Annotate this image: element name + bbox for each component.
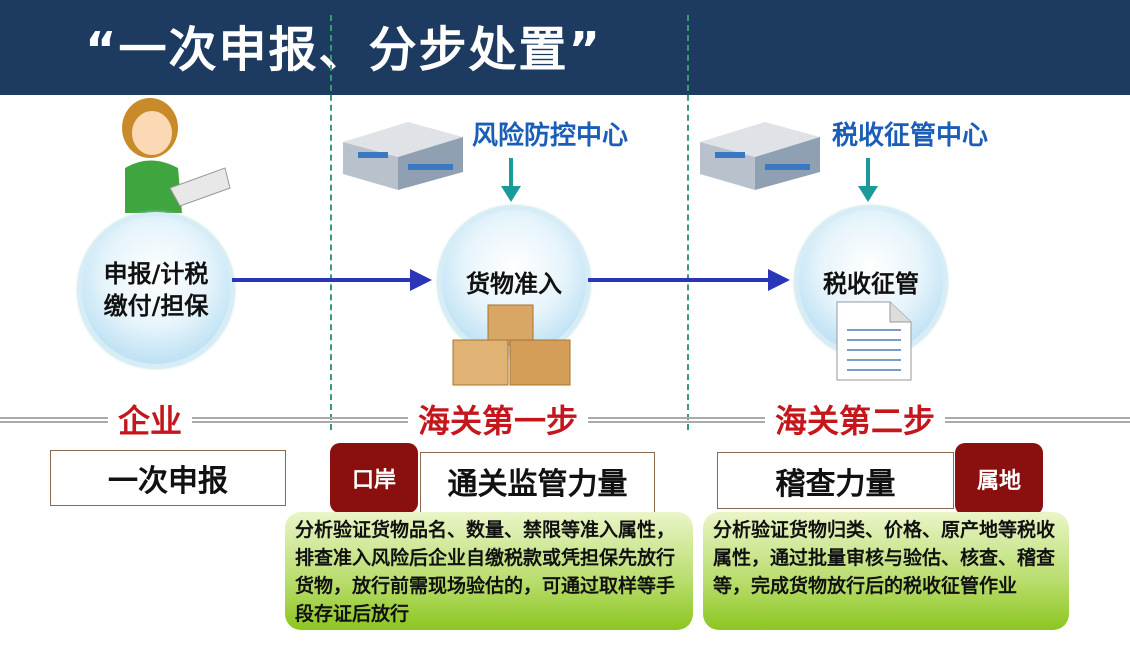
- audit-force-box: 稽查力量: [717, 452, 954, 509]
- flow-arrow: [232, 278, 412, 282]
- step1-description: 分析验证货物品名、数量、禁限等准入属性，排查准入风险后企业自缴税款或凭担保先放行…: [285, 512, 693, 630]
- building-icon: [700, 122, 820, 190]
- page-title: “一次申报、分步处置”: [85, 22, 603, 78]
- node-text: 税收征管: [823, 270, 919, 298]
- local-tag: 属地: [955, 443, 1043, 515]
- risk-control-center-label: 风险防控中心: [472, 121, 629, 151]
- down-arrow-head: [858, 186, 878, 202]
- header-band: [0, 0, 1130, 95]
- flow-arrow-head: [410, 269, 432, 291]
- step2-description: 分析验证货物归类、价格、原产地等税收属性，通过批量审核与验估、核查、稽查等，完成…: [703, 512, 1069, 630]
- cargo-boxes-icon: [452, 304, 571, 386]
- person-with-laptop-icon: [122, 98, 231, 213]
- node-text: 缴付/担保: [103, 292, 209, 320]
- flow-arrow: [588, 278, 770, 282]
- port-tag: 口岸: [330, 443, 418, 513]
- declaration-node: 申报/计税缴付/担保: [78, 212, 234, 368]
- section-enterprise: 企业: [108, 396, 193, 442]
- building-icon: [343, 122, 463, 190]
- section-step1: 海关第一步: [408, 396, 589, 442]
- single-declaration-box: 一次申报: [50, 450, 286, 506]
- node-text: 货物准入: [466, 270, 562, 298]
- down-arrow-head: [501, 186, 521, 202]
- down-arrow: [509, 158, 513, 186]
- down-arrow: [866, 158, 870, 186]
- flow-arrow-head: [768, 269, 790, 291]
- section-step2: 海关第二步: [765, 396, 946, 442]
- divider-dashed: [687, 15, 689, 430]
- node-text: 申报/计税: [103, 260, 209, 288]
- document-icon: [836, 301, 912, 381]
- tax-center-label: 税收征管中心: [832, 121, 989, 151]
- divider-dashed: [330, 15, 332, 430]
